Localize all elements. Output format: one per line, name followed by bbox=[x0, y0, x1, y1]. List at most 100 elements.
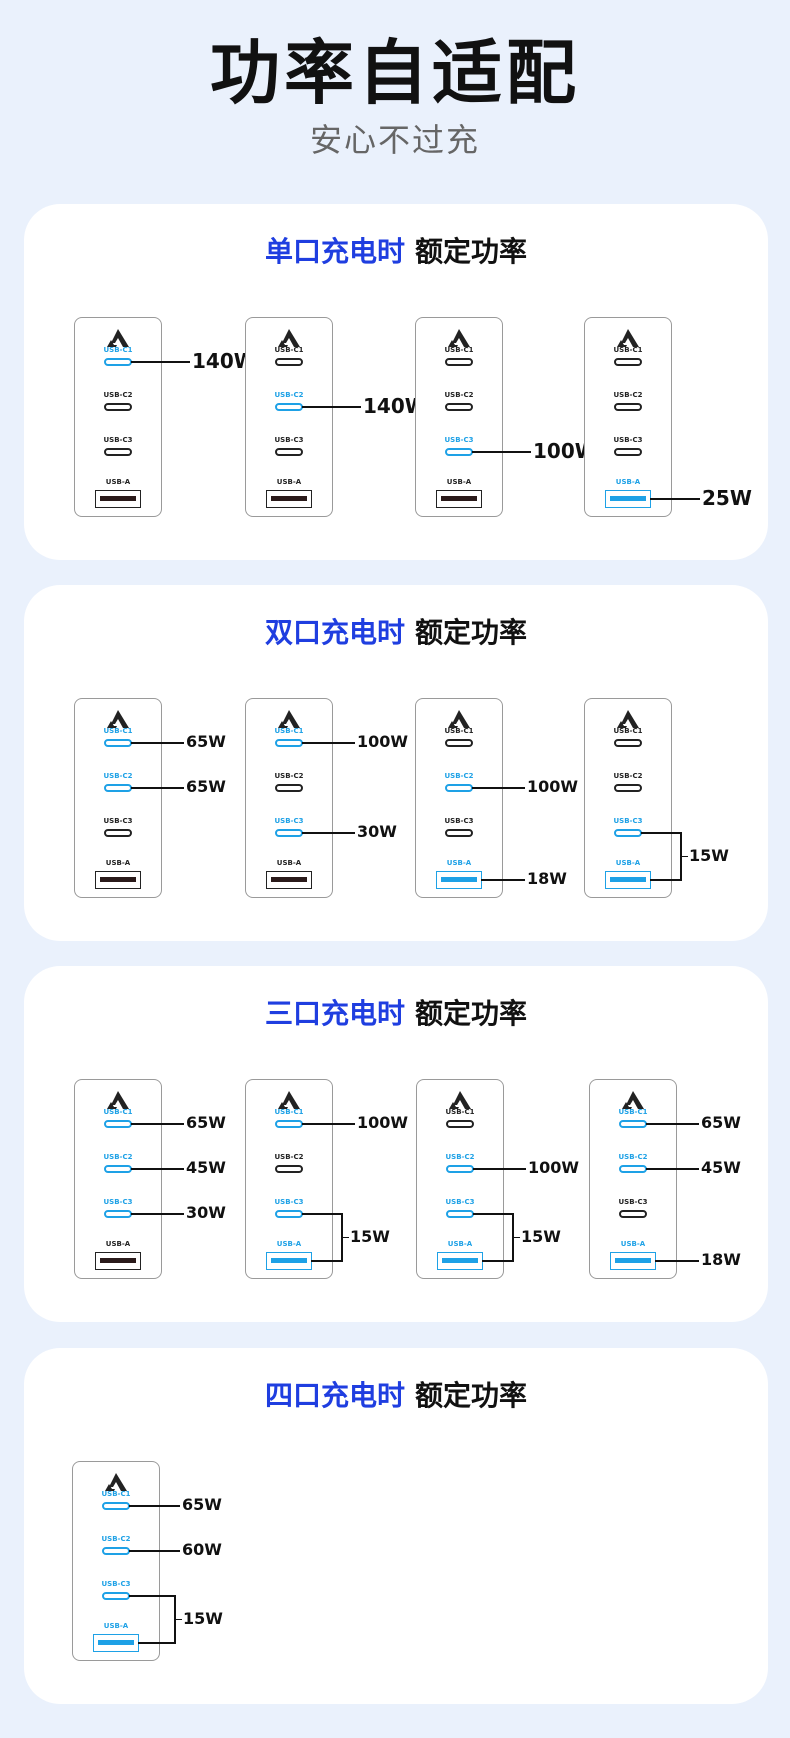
leader-line bbox=[129, 1505, 180, 1507]
power-rating: 100W bbox=[527, 777, 579, 796]
usb-c2-port bbox=[445, 784, 473, 792]
leader-line bbox=[174, 1618, 182, 1620]
port-label-c2: USB-C2 bbox=[613, 772, 643, 780]
leader-line bbox=[473, 1168, 526, 1170]
port-label-c3: USB-C3 bbox=[101, 1580, 131, 1588]
port-label-c3: USB-C3 bbox=[103, 817, 133, 825]
leader-line bbox=[302, 406, 361, 408]
usb-c1-port bbox=[614, 739, 642, 747]
port-label-c1: USB-C1 bbox=[103, 727, 133, 735]
usb-c3-port bbox=[102, 1592, 130, 1600]
power-rating: 18W bbox=[701, 1250, 741, 1269]
port-label-c1: USB-C1 bbox=[618, 1108, 648, 1116]
usb-c3-port bbox=[614, 448, 642, 456]
usb-c1-port bbox=[614, 358, 642, 366]
usb-c2-port bbox=[104, 784, 132, 792]
bracket-arm bbox=[473, 1213, 512, 1215]
port-label-c1: USB-C1 bbox=[274, 346, 304, 354]
port-label-a: USB-A bbox=[276, 1240, 302, 1248]
usb-c3-port bbox=[104, 1210, 132, 1218]
usb-c2-port bbox=[619, 1165, 647, 1173]
section-heading: 双口充电时额定功率 bbox=[24, 613, 768, 653]
usb-c2-port bbox=[275, 784, 303, 792]
usb-c1-port bbox=[104, 739, 132, 747]
brand-logo-icon bbox=[107, 710, 129, 728]
bracket-arm bbox=[129, 1595, 174, 1597]
leader-line bbox=[481, 879, 525, 881]
port-label-c3: USB-C3 bbox=[103, 436, 133, 444]
usb-c2-port bbox=[104, 1165, 132, 1173]
port-label-c3: USB-C3 bbox=[613, 436, 643, 444]
section-heading: 四口充电时额定功率 bbox=[24, 1376, 768, 1416]
usb-c3-port bbox=[619, 1210, 647, 1218]
section-heading-highlight: 四口充电时 bbox=[264, 1379, 405, 1412]
leader-line bbox=[680, 855, 688, 857]
power-rating: 60W bbox=[182, 1540, 222, 1559]
port-label-a: USB-A bbox=[446, 859, 472, 867]
power-rating: 100W bbox=[357, 1113, 409, 1132]
usb-a-port bbox=[605, 490, 651, 508]
port-label-c2: USB-C2 bbox=[274, 391, 304, 399]
power-rating: 15W bbox=[521, 1226, 561, 1246]
port-label-c2: USB-C2 bbox=[445, 1153, 475, 1161]
leader-line bbox=[131, 1123, 184, 1125]
power-rating: 30W bbox=[357, 822, 397, 841]
bracket-arm bbox=[138, 1642, 174, 1644]
usb-c3-port bbox=[446, 1210, 474, 1218]
usb-c3-port bbox=[445, 829, 473, 837]
port-label-a: USB-A bbox=[103, 1622, 129, 1630]
usb-c2-port bbox=[104, 403, 132, 411]
port-label-c1: USB-C1 bbox=[274, 1108, 304, 1116]
power-rating: 65W bbox=[186, 732, 226, 751]
brand-logo-icon bbox=[448, 329, 470, 347]
usb-c2-port bbox=[446, 1165, 474, 1173]
usb-c1-port bbox=[275, 358, 303, 366]
usb-c2-port bbox=[614, 403, 642, 411]
brand-logo-icon bbox=[278, 1091, 300, 1109]
power-rating: 15W bbox=[350, 1226, 390, 1246]
usb-a-port bbox=[95, 1252, 141, 1270]
usb-c2-port bbox=[102, 1547, 130, 1555]
usb-c3-port bbox=[275, 829, 303, 837]
power-rating: 65W bbox=[701, 1113, 741, 1132]
power-rating: 15W bbox=[183, 1608, 223, 1628]
section-heading-suffix: 额定功率 bbox=[415, 235, 528, 268]
brand-logo-icon bbox=[107, 1091, 129, 1109]
port-label-c3: USB-C3 bbox=[445, 1198, 475, 1206]
power-rating: 100W bbox=[528, 1158, 580, 1177]
port-label-c3: USB-C3 bbox=[618, 1198, 648, 1206]
bracket-arm bbox=[641, 832, 680, 834]
port-label-c3: USB-C3 bbox=[274, 1198, 304, 1206]
brand-logo-icon bbox=[617, 329, 639, 347]
leader-line bbox=[341, 1236, 349, 1238]
usb-c3-port bbox=[614, 829, 642, 837]
leader-line bbox=[302, 742, 355, 744]
leader-line bbox=[512, 1236, 520, 1238]
brand-logo-icon bbox=[105, 1473, 127, 1491]
power-rating: 65W bbox=[182, 1495, 222, 1514]
section-heading-highlight: 单口充电时 bbox=[264, 235, 405, 268]
port-label-c1: USB-C1 bbox=[445, 1108, 475, 1116]
usb-a-port bbox=[93, 1634, 139, 1652]
section-heading-suffix: 额定功率 bbox=[415, 997, 528, 1030]
port-label-a: USB-A bbox=[105, 478, 131, 486]
usb-a-port bbox=[610, 1252, 656, 1270]
usb-c1-port bbox=[104, 358, 132, 366]
leader-line bbox=[646, 1123, 699, 1125]
usb-a-port bbox=[266, 1252, 312, 1270]
power-rating: 15W bbox=[689, 845, 729, 865]
port-label-c1: USB-C1 bbox=[444, 727, 474, 735]
bracket-arm bbox=[650, 879, 680, 881]
power-rating: 30W bbox=[186, 1203, 226, 1222]
leader-line bbox=[302, 832, 355, 834]
port-label-c1: USB-C1 bbox=[613, 727, 643, 735]
bracket-arm bbox=[311, 1260, 341, 1262]
